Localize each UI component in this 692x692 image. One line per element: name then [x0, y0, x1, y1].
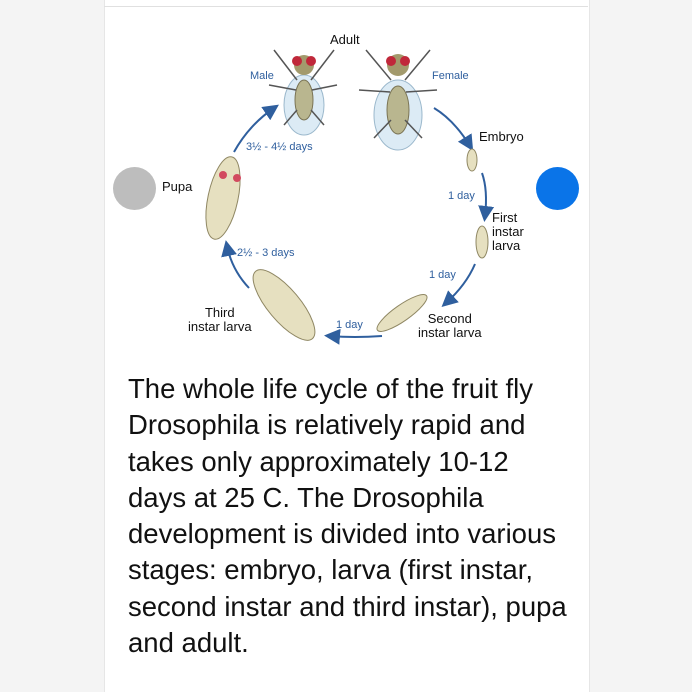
label-second-instar: Second instar larva	[418, 312, 482, 340]
arrow-pupa-adult	[233, 104, 279, 153]
label-male: Male	[250, 70, 274, 82]
duration-first-second: 1 day	[429, 269, 456, 281]
label-pupa: Pupa	[162, 179, 193, 194]
label-line: instar larva	[418, 325, 482, 340]
label-line: Third	[204, 305, 235, 320]
label-adult: Adult	[330, 32, 360, 47]
life-cycle-diagram: Adult Male Female Embryo First instar la…	[104, 20, 588, 350]
label-first-instar: First instar larva	[492, 211, 524, 253]
first-instar-larva	[475, 225, 489, 259]
content-card	[104, 0, 590, 692]
label-line: instar larva	[188, 319, 252, 334]
carousel-next-indicator[interactable]	[536, 167, 579, 210]
label-embryo: Embryo	[479, 129, 524, 144]
description-paragraph: The whole life cycle of the fruit fly Dr…	[128, 373, 567, 659]
male-fly	[268, 49, 338, 136]
duration-second-third: 1 day	[336, 319, 363, 331]
pupa-illustration	[205, 156, 241, 240]
label-third-instar: Third instar larva	[188, 306, 252, 334]
divider	[104, 6, 588, 7]
label-line: Second	[427, 311, 472, 326]
life-cycle-illustration	[205, 49, 495, 345]
label-female: Female	[432, 70, 469, 82]
third-instar-larva	[252, 269, 316, 341]
carousel-prev-indicator[interactable]	[113, 167, 156, 210]
duration-third-pupa: 2½ - 3 days	[237, 247, 295, 259]
label-line: larva	[492, 238, 521, 253]
label-line: instar	[492, 224, 524, 239]
duration-embryo-first: 1 day	[448, 190, 475, 202]
female-fly	[358, 49, 438, 151]
embryo	[466, 148, 478, 172]
label-line: First	[492, 210, 518, 225]
second-instar-larva	[376, 294, 428, 332]
duration-pupa-adult: 3½ - 4½ days	[246, 141, 313, 153]
